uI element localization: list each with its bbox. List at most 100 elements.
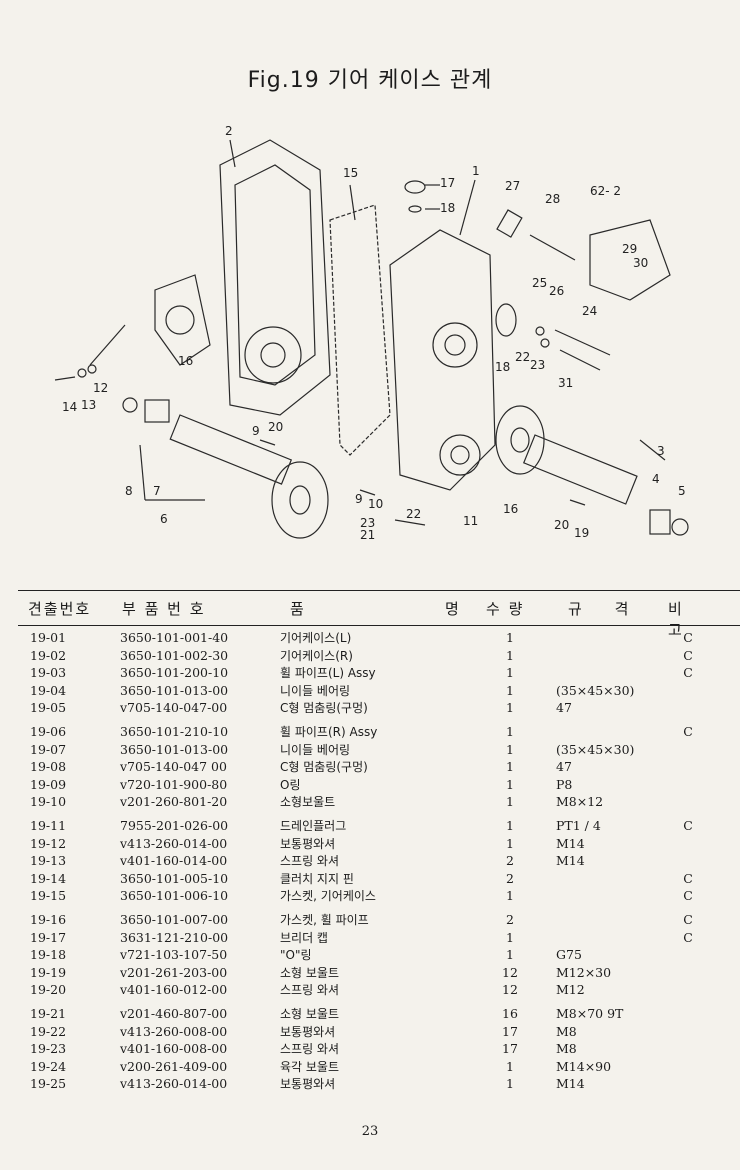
cell-no: 19-16 xyxy=(30,912,67,927)
cell-part: 7955-201-026-00 xyxy=(120,818,229,833)
callout-label: 6 xyxy=(160,512,168,526)
callout-label: 62- 2 xyxy=(590,184,621,198)
callout-label: 10 xyxy=(368,497,383,511)
cell-qty: 1 xyxy=(506,724,514,739)
cell-spec: 47 xyxy=(556,759,572,775)
callout-label: 22 xyxy=(515,350,530,364)
cell-qty: 1 xyxy=(506,888,514,904)
gear-case-right-drawing xyxy=(389,229,496,491)
cell-no: 19-14 xyxy=(30,870,67,886)
cell-qty: 1 xyxy=(506,700,514,716)
callout-label: 16 xyxy=(178,354,193,368)
cell-part: v705-140-047 00 xyxy=(120,759,227,775)
cell-no: 19-19 xyxy=(30,964,67,980)
cell-spec: M8 xyxy=(556,1023,577,1039)
cell-spec: G75 xyxy=(556,947,582,963)
cell-qty: 2 xyxy=(506,912,514,927)
cell-no: 19-11 xyxy=(30,818,67,833)
cell-no: 19-10 xyxy=(30,794,67,810)
cell-no: 19-25 xyxy=(30,1076,67,1092)
cell-qty: 17 xyxy=(502,1041,518,1057)
callout-label: 29 xyxy=(622,242,637,256)
cell-spec: M12 xyxy=(556,982,585,998)
cell-qty: 2 xyxy=(506,853,514,869)
callout-label: 1 xyxy=(472,164,480,178)
callout-label: 2 xyxy=(225,124,233,138)
header-name-1: 품 xyxy=(290,600,306,618)
cell-note: C xyxy=(683,647,693,663)
cell-spec: M8×70 9T xyxy=(556,1006,624,1021)
cell-part: v721-103-107-50 xyxy=(120,947,228,963)
callout-label: 9 xyxy=(252,424,260,438)
callout-label: 17 xyxy=(440,176,455,190)
cell-qty: 17 xyxy=(502,1023,518,1039)
callout-label: 4 xyxy=(652,472,660,486)
cell-no: 19-20 xyxy=(30,982,67,998)
callout-label: 3 xyxy=(657,444,665,458)
cell-no: 19-15 xyxy=(30,888,67,904)
cell-qty: 1 xyxy=(506,682,514,698)
cell-note: C xyxy=(683,630,693,645)
cell-qty: 1 xyxy=(506,1076,514,1092)
callout-label: 9 xyxy=(355,492,363,506)
cell-name: "O"링 xyxy=(280,948,312,963)
cell-qty: 1 xyxy=(506,647,514,663)
callout-label: 26 xyxy=(549,284,564,298)
cell-part: v401-160-012-00 xyxy=(120,982,228,998)
callout-label: 23 xyxy=(360,516,375,530)
callout-label: 31 xyxy=(558,376,573,390)
wheel-pipe-left-drawing xyxy=(169,414,293,485)
cell-spec: (35×45×30) xyxy=(556,741,635,757)
cell-part: v201-260-801-20 xyxy=(120,794,228,810)
cell-name: O링 xyxy=(280,777,301,792)
cell-name: 가스켓, 휠 파이프 xyxy=(280,913,369,927)
cell-no: 19-18 xyxy=(30,947,67,963)
cell-qty: 1 xyxy=(506,665,514,681)
cell-spec: M8 xyxy=(556,1041,577,1057)
callout-label: 7 xyxy=(153,484,161,498)
cell-qty: 12 xyxy=(502,964,518,980)
cell-qty: 1 xyxy=(506,794,514,810)
callout-label: 5 xyxy=(678,484,686,498)
cell-part: v705-140-047-00 xyxy=(120,700,228,716)
cell-name: 드레인플러그 xyxy=(280,819,347,833)
cell-part: 3650-101-006-10 xyxy=(120,888,229,904)
cell-note: C xyxy=(683,929,693,945)
cell-no: 19-01 xyxy=(30,630,67,645)
cell-part: 3650-101-013-00 xyxy=(120,741,229,757)
cell-part: v413-260-014-00 xyxy=(120,835,228,851)
cell-no: 19-13 xyxy=(30,853,67,869)
cell-part: v201-261-203-00 xyxy=(120,964,228,980)
callout-label: 20 xyxy=(268,420,283,434)
cell-part: 3650-101-210-10 xyxy=(120,724,229,739)
cell-name: 기어케이스(L) xyxy=(280,631,352,645)
cell-no: 19-09 xyxy=(30,776,67,792)
callout-label: 12 xyxy=(93,381,108,395)
callout-label: 16 xyxy=(503,502,518,516)
callout-label: 21 xyxy=(360,528,375,542)
cell-spec: M14 xyxy=(556,853,585,869)
callout-label: 24 xyxy=(582,304,597,318)
callout-label: 13 xyxy=(81,398,96,412)
cell-note: C xyxy=(683,724,693,739)
cell-qty: 12 xyxy=(502,982,518,998)
cell-part: 3631-121-210-00 xyxy=(120,929,229,945)
cell-name: 클러치 지지 핀 xyxy=(280,871,354,886)
cell-name: 휠 파이프(R) Assy xyxy=(280,725,378,739)
table-header-rule xyxy=(18,625,740,626)
cell-name: 보통평와셔 xyxy=(280,1024,336,1039)
header-part-number: 부 품 번 호 xyxy=(122,600,206,618)
cell-spec: M8×12 xyxy=(556,794,604,810)
